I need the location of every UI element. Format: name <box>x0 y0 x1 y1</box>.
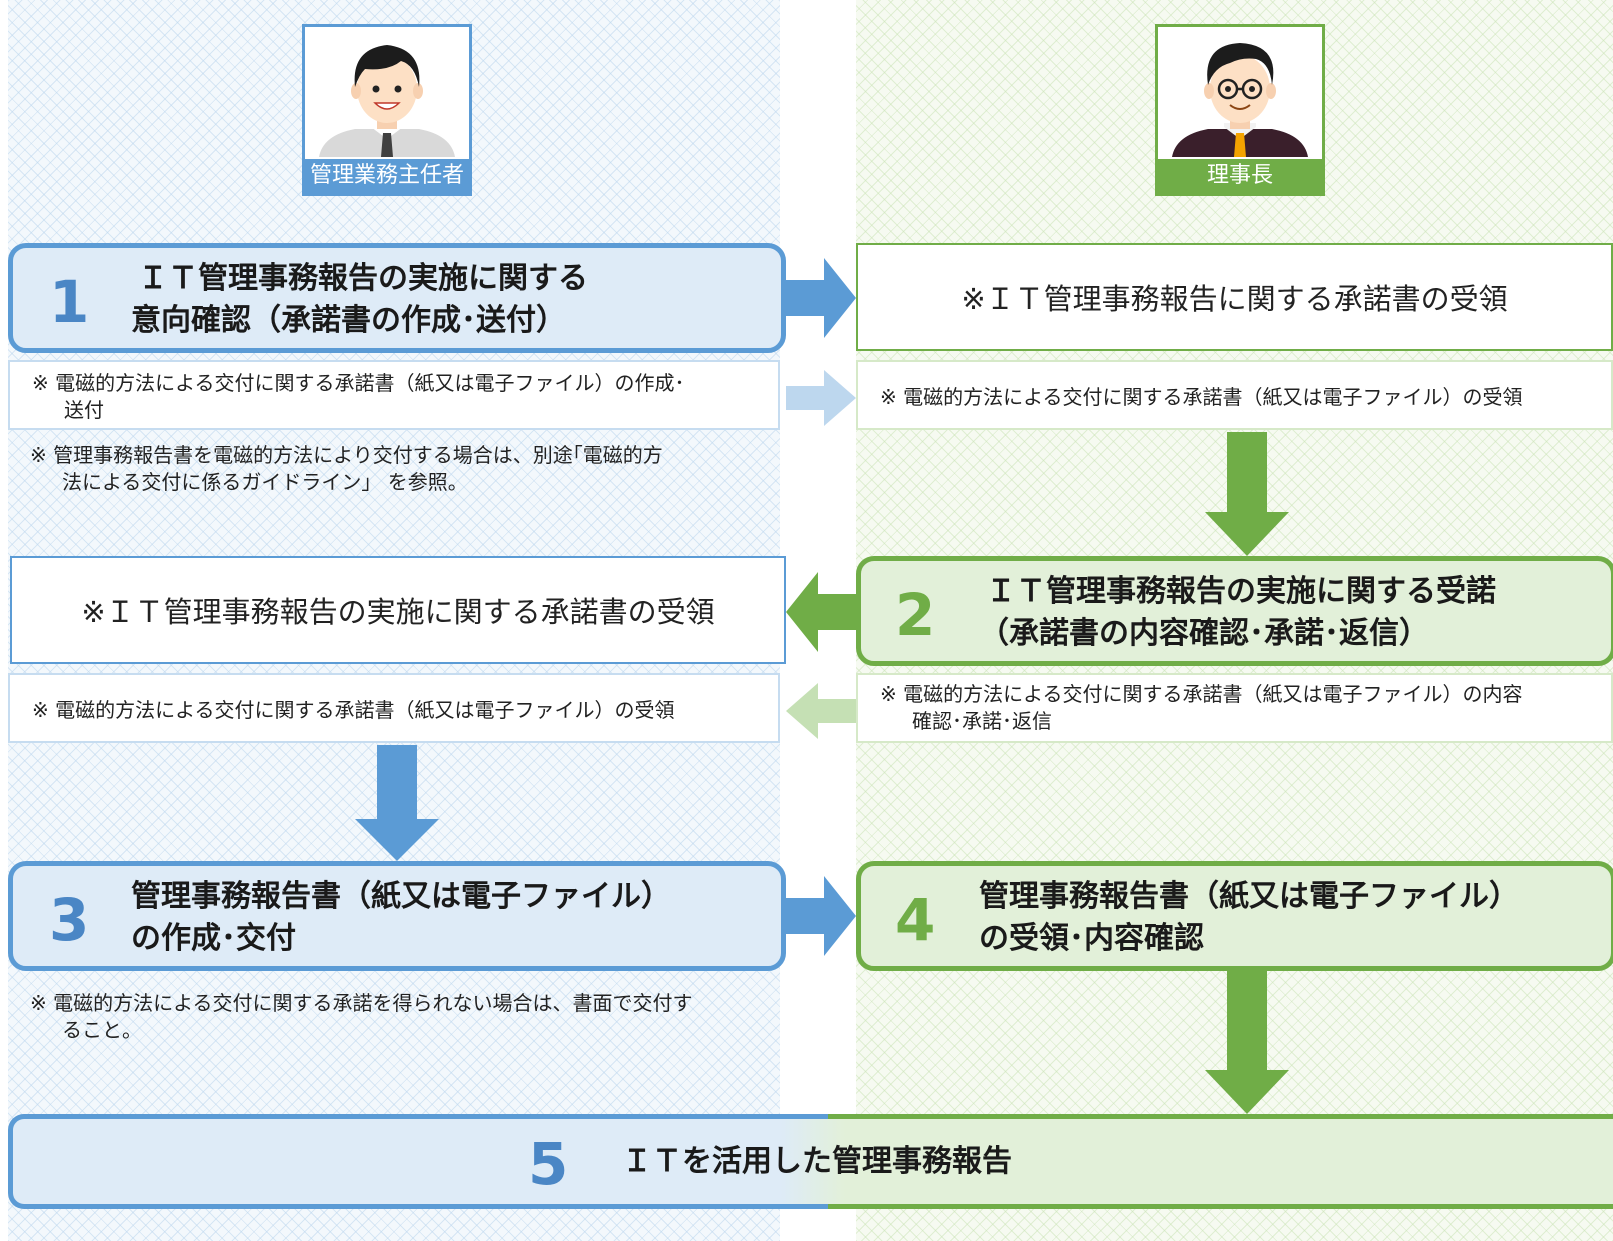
note6-line2: ること。 <box>62 1018 142 1042</box>
step3-title-line2: の作成･交付 <box>131 921 296 956</box>
step5-number: 5 <box>528 1130 569 1198</box>
step1-receipt-text: ※ＩＴ管理事務報告に関する承諾書の受領 <box>961 282 1508 316</box>
note1-line1: ※ 電磁的方法による交付に関する承諾書（紙又は電子ファイル）の作成･ <box>32 371 685 395</box>
step4-title-line1: 管理事務報告書（紙又は電子ファイル） <box>979 879 1519 914</box>
note1-box: ※ 電磁的方法による交付に関する承諾書（紙又は電子ファイル）の作成･ 送付 <box>8 360 780 430</box>
step4-number: 4 <box>895 886 936 954</box>
step2-box: 2 ＩＴ管理事務報告の実施に関する受諾 （承諾書の内容確認･承諾･返信） <box>856 556 1613 666</box>
arrow-step3-to-step4 <box>786 876 856 956</box>
step3-title-line1: 管理事務報告書（紙又は電子ファイル） <box>131 879 671 914</box>
note6: ※ 電磁的方法による交付に関する承諾を得られない場合は、書面で交付す ること。 <box>30 990 792 1044</box>
step2-title-line2: （承諾書の内容確認･承諾･返信） <box>979 616 1429 651</box>
arrow-step1-to-chair <box>786 258 856 338</box>
arrow-note3-to-step2 <box>1205 432 1289 556</box>
note2-line2: 法による交付に係るガイドライン」 を参照。 <box>62 470 468 494</box>
step4-box: 4 管理事務報告書（紙又は電子ファイル） の受領･内容確認 <box>856 861 1613 971</box>
step4-title-line2: の受領･内容確認 <box>979 921 1204 956</box>
step1-receipt-box: ※ＩＴ管理事務報告に関する承諾書の受領 <box>856 243 1613 351</box>
step2-receipt-box: ※ＩＴ管理事務報告の実施に関する承諾書の受領 <box>10 556 786 664</box>
note6-line1: ※ 電磁的方法による交付に関する承諾を得られない場合は、書面で交付す <box>30 991 693 1015</box>
note3-box: ※ 電磁的方法による交付に関する承諾書（紙又は電子ファイル）の受領 <box>856 360 1613 430</box>
step5-title: ＩＴを活用した管理事務報告 <box>622 1144 1012 1179</box>
chair-label: 理事長 <box>1158 159 1322 193</box>
step1-box: 1 ＩＴ管理事務報告の実施に関する 意向確認（承諾書の作成･送付） <box>8 243 786 353</box>
note1-line2: 送付 <box>64 398 104 422</box>
step3-box: 3 管理事務報告書（紙又は電子ファイル） の作成･交付 <box>8 861 786 971</box>
chair-portrait-icon <box>1172 43 1308 157</box>
step3-number: 3 <box>49 886 90 954</box>
step5-box-green-border <box>828 1114 1613 1209</box>
step1-title-line1: ＩＴ管理事務報告の実施に関する <box>138 261 588 296</box>
arrow-note1-to-note3 <box>786 370 856 426</box>
note1: ※ 電磁的方法による交付に関する承諾書（紙又は電子ファイル）の作成･ 送付 <box>32 370 804 424</box>
step2-receipt-text: ※ＩＴ管理事務報告の実施に関する承諾書の受領 <box>81 595 715 629</box>
arrow-step4-to-step5 <box>1205 971 1289 1114</box>
arrow-note4-to-step3 <box>355 745 439 861</box>
step1-number: 1 <box>49 268 90 336</box>
step2-title-line1: ＩＴ管理事務報告の実施に関する受諾 <box>986 574 1496 609</box>
note4-box: ※ 電磁的方法による交付に関する承諾書（紙又は電子ファイル）の受領 <box>8 673 780 743</box>
note5-box: ※ 電磁的方法による交付に関する承諾書（紙又は電子ファイル）の内容 確認･承諾･… <box>856 673 1613 743</box>
step1-title-line2: 意向確認（承諾書の作成･送付） <box>131 303 566 338</box>
note5-line2: 確認･承諾･返信 <box>912 709 1052 733</box>
note3: ※ 電磁的方法による交付に関する承諾書（紙又は電子ファイル）の受領 <box>880 385 1523 409</box>
note2: ※ 管理事務報告書を電磁的方法により交付する場合は、別途｢電磁的方 法による交付… <box>30 442 792 496</box>
step2-number: 2 <box>895 581 936 649</box>
note2-line1: ※ 管理事務報告書を電磁的方法により交付する場合は、別途｢電磁的方 <box>30 443 663 467</box>
step5-box <box>8 1114 1613 1209</box>
avatar-chair: 理事長 <box>1155 24 1325 196</box>
manager-portrait-icon <box>319 45 455 157</box>
note5-line1: ※ 電磁的方法による交付に関する承諾書（紙又は電子ファイル）の内容 <box>880 682 1523 706</box>
note4: ※ 電磁的方法による交付に関する承諾書（紙又は電子ファイル）の受領 <box>32 698 675 722</box>
arrow-note5-to-note4 <box>786 683 856 739</box>
avatar-manager: 管理業務主任者 <box>302 24 472 196</box>
manager-label: 管理業務主任者 <box>305 159 469 193</box>
arrow-step2-to-manager <box>786 572 856 652</box>
note5: ※ 電磁的方法による交付に関する承諾書（紙又は電子ファイル）の内容 確認･承諾･… <box>880 681 1613 735</box>
